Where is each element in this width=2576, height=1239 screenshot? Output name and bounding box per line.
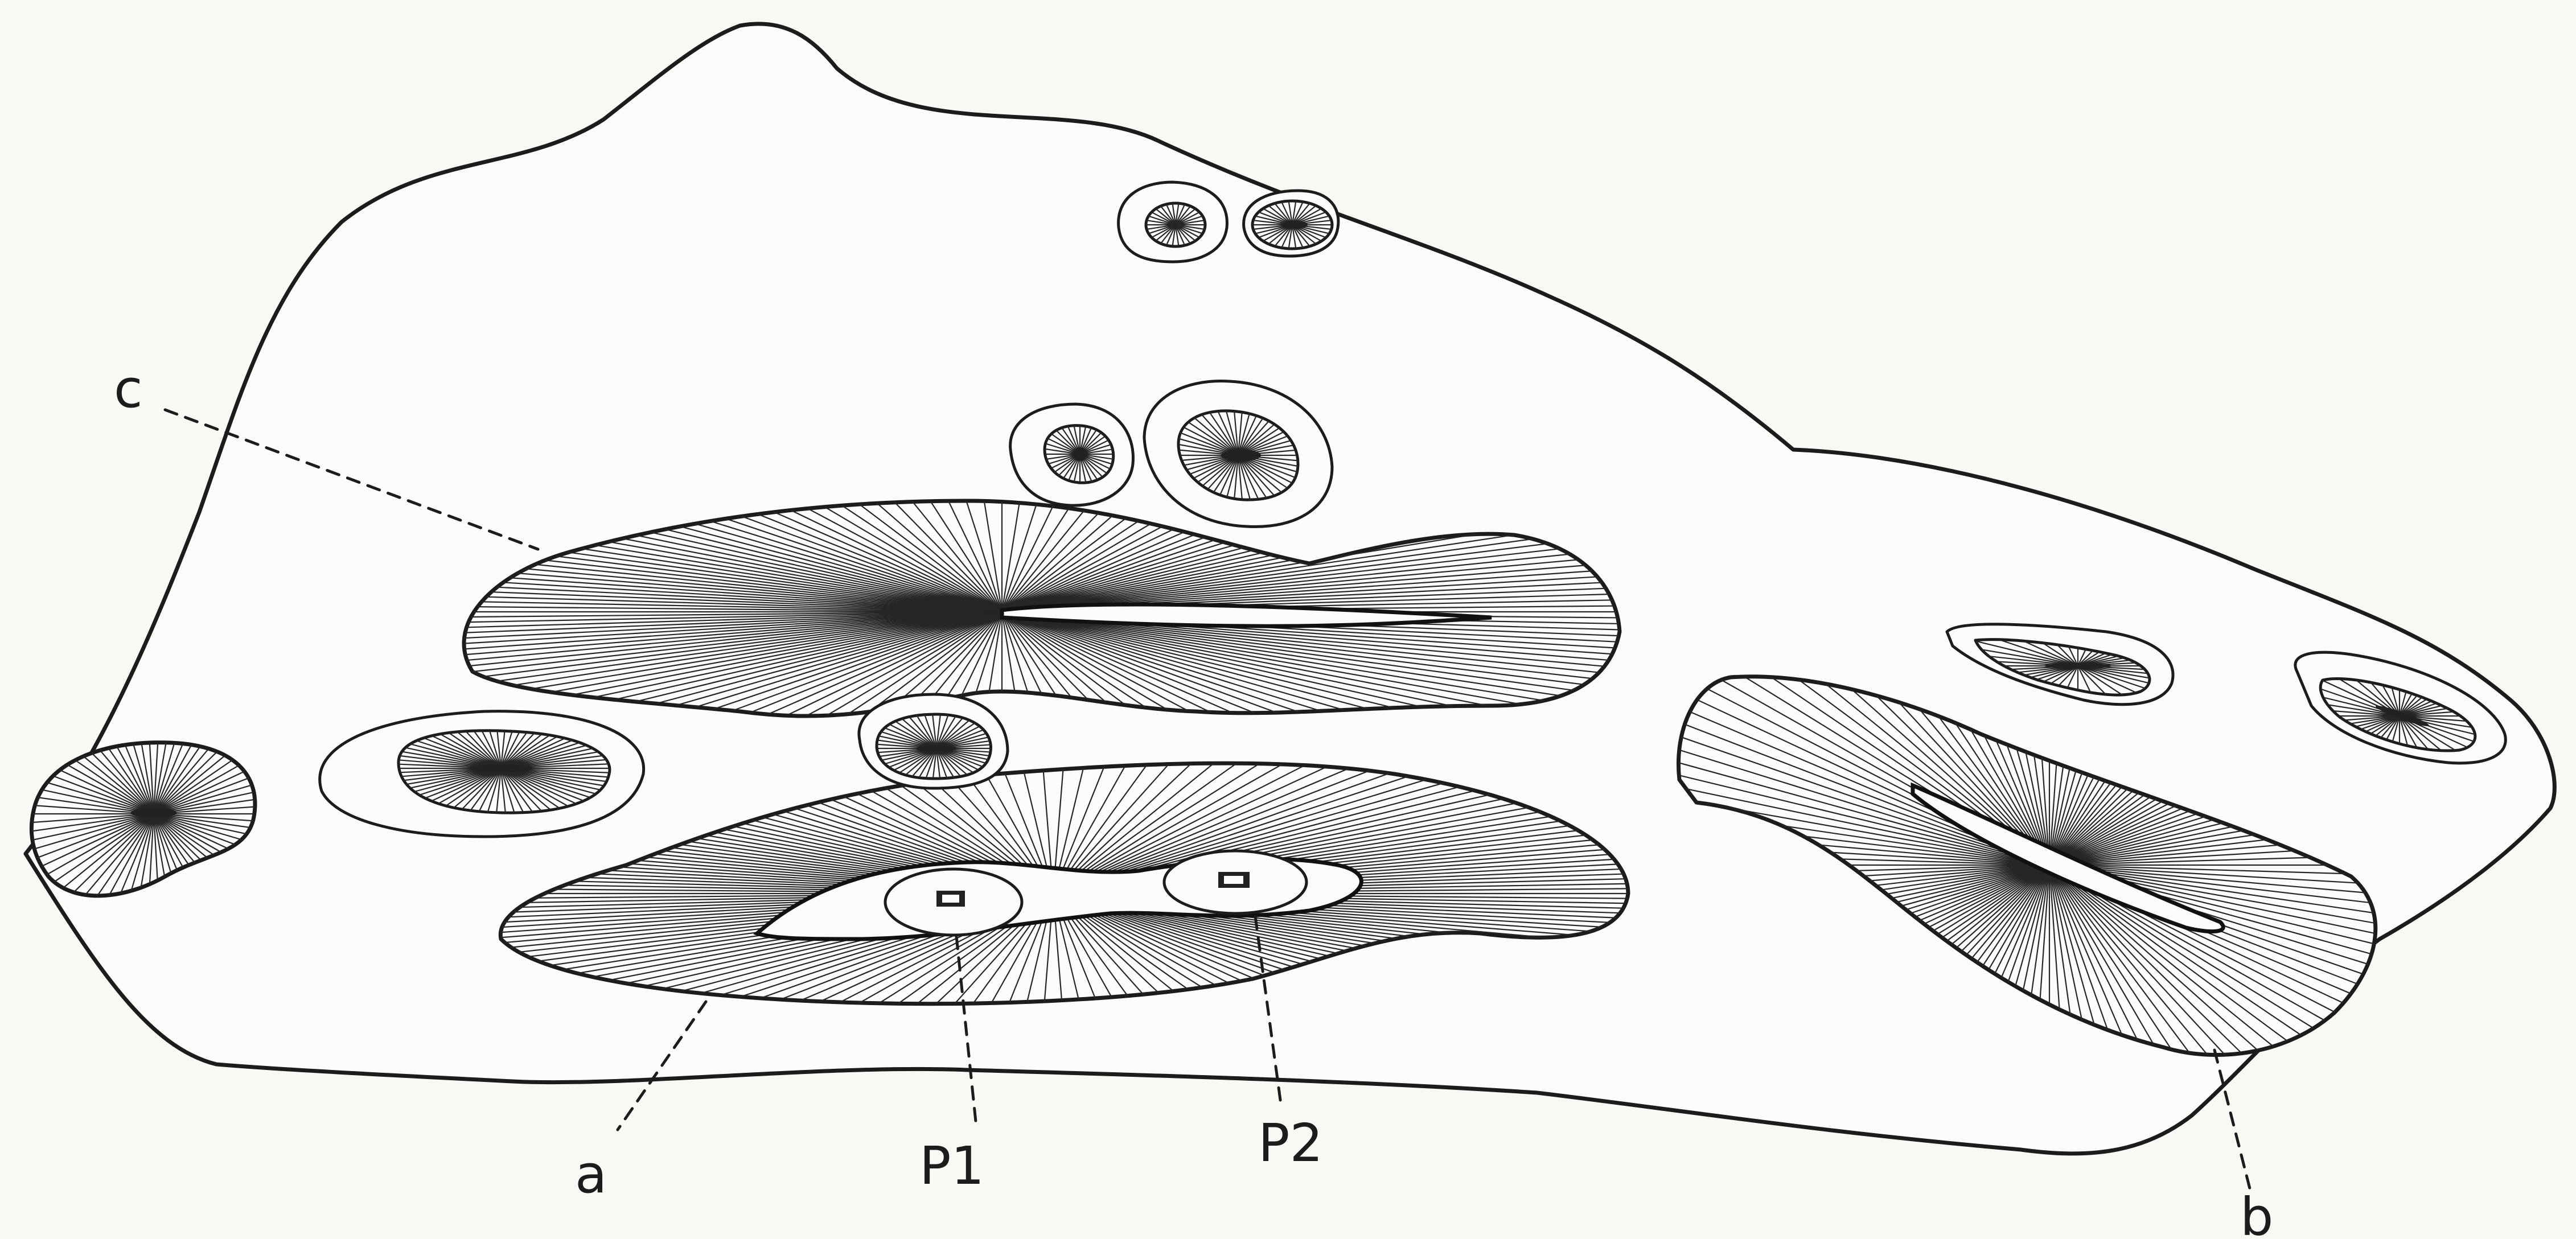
- label-b: b: [2240, 1187, 2273, 1239]
- label-a: a: [575, 1144, 607, 1205]
- label-c: c: [114, 359, 143, 419]
- nucleus-p2-mark: [1218, 872, 1250, 888]
- small-body-mid-pair-left: [1010, 404, 1133, 505]
- label-p2: P2: [1258, 1113, 1323, 1174]
- label-p1: P1: [919, 1135, 984, 1196]
- nucleus-p1-mark: [936, 891, 965, 907]
- small-body-top-left: [1119, 182, 1227, 262]
